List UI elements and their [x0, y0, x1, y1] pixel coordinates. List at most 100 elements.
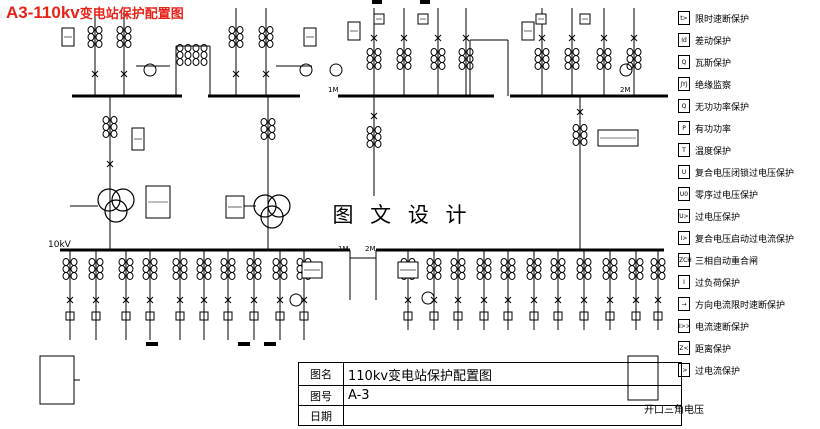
breaker-symbol [404, 296, 412, 304]
title-block-no-value: A-3 [343, 385, 682, 407]
legend-symbol-icon: I [678, 275, 690, 289]
breaker-symbol [480, 296, 488, 304]
legend-item: t>限时速断保护 [672, 10, 820, 28]
legend-label: 绝缘监察 [695, 81, 732, 91]
transformer-winding [267, 194, 291, 218]
legend-item: I>过电流保护 [672, 362, 820, 380]
ct-symbol [576, 258, 592, 280]
title-block-date-key: 日期 [298, 405, 344, 426]
feeder-relay [275, 311, 285, 321]
breaker-symbol [580, 296, 588, 304]
feeder-relay [403, 311, 413, 321]
transformer-winding [104, 199, 128, 223]
ct-symbol [602, 258, 618, 280]
title-block-no-key: 图号 [298, 385, 344, 407]
feeder-relay [299, 311, 309, 321]
legend-label: 温度保护 [695, 147, 732, 157]
legend-label: 三相自动重合闸 [695, 257, 759, 267]
feeder-relay [503, 311, 513, 321]
breaker-symbol [66, 296, 74, 304]
feeder-relay [653, 311, 663, 321]
ct-symbol [458, 48, 474, 70]
terminal-block [238, 342, 250, 346]
legend-label: 过电压保护 [695, 213, 741, 223]
legend-item: T 温度保护 [672, 142, 820, 160]
ct-symbol [116, 26, 132, 48]
ct-symbol [476, 258, 492, 280]
ct-symbol [534, 48, 550, 70]
ct-symbol [564, 48, 580, 70]
breaker-symbol [176, 296, 184, 304]
feeder-relay [579, 311, 589, 321]
breaker-symbol [224, 296, 232, 304]
legend-symbol-icon: Q [678, 55, 690, 69]
pt-cabinet-left [39, 355, 75, 405]
legend-symbol-icon: Q [678, 99, 690, 113]
legend-symbol-icon: Id [678, 33, 690, 47]
feeder-relay [553, 311, 563, 321]
breaker-symbol [434, 34, 442, 42]
ct-symbol [258, 26, 274, 48]
ct-symbol [396, 48, 412, 70]
breaker-symbol [232, 70, 240, 78]
breaker-symbol [554, 296, 562, 304]
bus-label-2m-low: 2M [365, 245, 376, 253]
ct-symbol [650, 258, 666, 280]
legend-label: 过电流保护 [695, 367, 741, 377]
ct-symbol [572, 124, 588, 146]
pt-symbol [299, 63, 313, 77]
ct-symbol [102, 116, 118, 138]
breaker-symbol [91, 70, 99, 78]
terminal-block [372, 0, 382, 4]
breaker-symbol [654, 296, 662, 304]
breaker-symbol [606, 296, 614, 304]
ct-symbol [142, 258, 158, 280]
legend-symbol-icon: P [678, 121, 690, 135]
breaker-symbol [462, 34, 470, 42]
feeder-relay [529, 311, 539, 321]
breaker-symbol [600, 34, 608, 42]
feeder-relay [121, 311, 131, 321]
pt-symbol [329, 63, 343, 77]
breaker-symbol [504, 296, 512, 304]
pt-symbol [421, 291, 435, 305]
diagram-title-suffix: 变电站保护配置图 [79, 6, 184, 21]
legend-symbol-icon: Z< [678, 341, 690, 355]
breaker-symbol [538, 34, 546, 42]
legend-label: 复合电压启动过电流保护 [695, 235, 795, 245]
pt-symbol [289, 293, 303, 307]
bus-tie-ct [192, 44, 208, 66]
title-block-name-value: 110kv变电站保护配置图 [343, 361, 682, 387]
terminal-block [264, 342, 276, 346]
breaker-symbol [568, 34, 576, 42]
ct-symbol [62, 258, 78, 280]
breaker-symbol [276, 296, 284, 304]
legend-item: U>过电压保护 [672, 208, 820, 226]
ct-symbol [228, 26, 244, 48]
watermark-text: 图 文 设 计 [318, 198, 486, 232]
feeder-relay [223, 311, 233, 321]
ct-symbol [628, 258, 644, 280]
breaker-symbol [250, 296, 258, 304]
breaker-symbol [400, 34, 408, 42]
legend-label: 方向电流限时速断保护 [695, 301, 786, 311]
ct-symbol [172, 258, 188, 280]
feeder-relay [91, 311, 101, 321]
ct-symbol [220, 258, 236, 280]
breaker-symbol [530, 296, 538, 304]
feeder-relay [429, 311, 439, 321]
pt-symbol [143, 63, 157, 77]
ct-symbol [118, 258, 134, 280]
ct-symbol [272, 258, 288, 280]
legend-symbol-icon: T [678, 143, 690, 157]
feeder-relay [199, 311, 209, 321]
bus-label-1m-top: 1M [328, 86, 339, 94]
